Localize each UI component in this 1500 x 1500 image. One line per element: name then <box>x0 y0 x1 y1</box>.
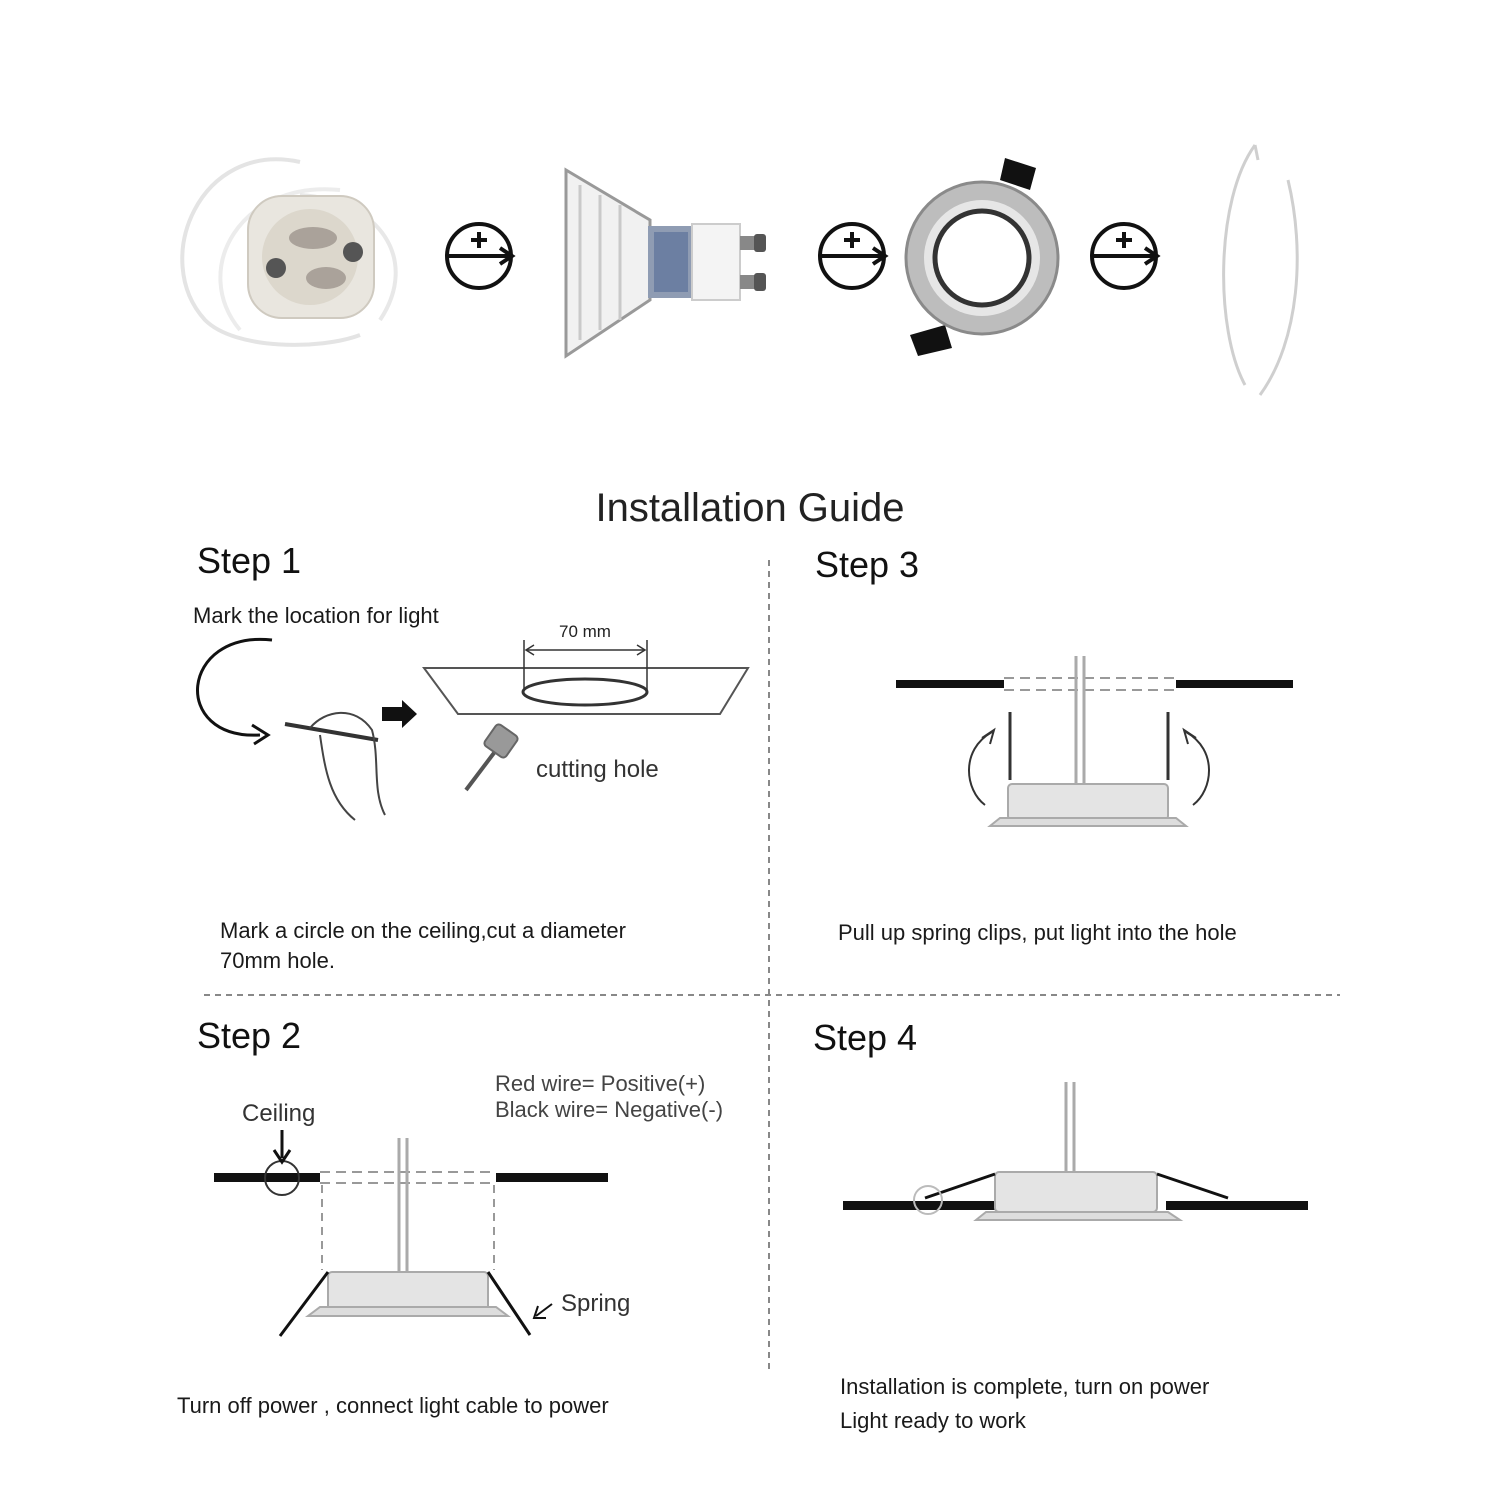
gu10-bulb-icon <box>564 167 766 359</box>
step2-drawing <box>214 1130 608 1337</box>
step1-caption-line1: Mark a circle on the ceiling,cut a diame… <box>220 918 626 943</box>
spring-label: Spring <box>561 1290 631 1317</box>
step3-drawing <box>896 656 1293 827</box>
step2-heading: Step 2 <box>197 1015 302 1056</box>
ceiling-label: Ceiling <box>242 1100 316 1127</box>
page-title: Installation Guide <box>595 486 905 530</box>
plus-arrow-icon <box>1090 222 1161 290</box>
downlight-frame-icon <box>904 158 1060 356</box>
plus-arrow-icon <box>818 222 889 290</box>
glass-cover-icon <box>1222 144 1299 396</box>
step1-intro: Mark the location for light <box>193 603 439 628</box>
wire-negative-label: Black wire= Negative(-) <box>495 1097 724 1122</box>
gu10-socket-icon <box>180 157 398 347</box>
step1-drawing <box>196 637 750 821</box>
step2-caption: Turn off power , connect light cable to … <box>177 1393 609 1418</box>
dimension-label: 70 mm <box>559 622 611 641</box>
step4-caption-line2: Light ready to work <box>840 1408 1026 1433</box>
wire-positive-label: Red wire= Positive(+) <box>495 1071 706 1096</box>
step4-caption-line1: Installation is complete, turn on power <box>840 1374 1210 1399</box>
plus-arrow-icon <box>445 222 516 290</box>
cutting-hole-label: cutting hole <box>536 756 659 783</box>
step3-heading: Step 3 <box>815 544 920 585</box>
step4-drawing <box>843 1082 1308 1221</box>
step1-heading: Step 1 <box>197 540 302 581</box>
step4-heading: Step 4 <box>813 1017 918 1058</box>
step1-caption-line2: 70mm hole. <box>220 948 335 973</box>
step3-caption: Pull up spring clips, put light into the… <box>838 920 1237 945</box>
